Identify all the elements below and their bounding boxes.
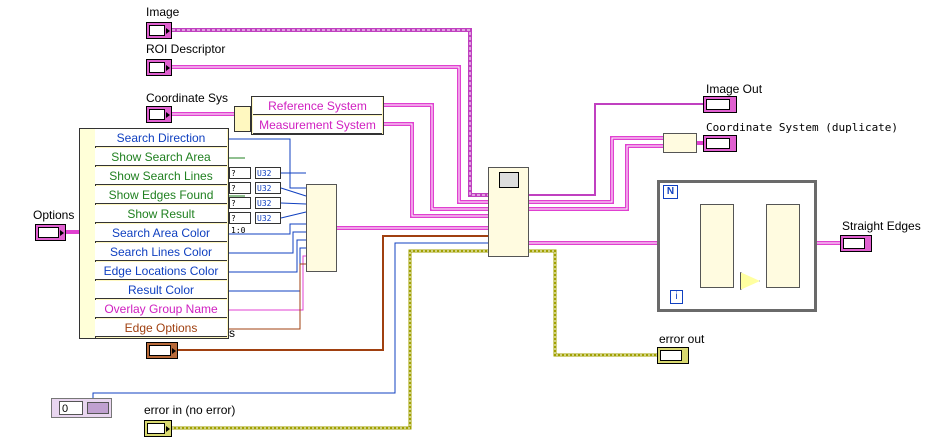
- vi-icon: [499, 172, 519, 188]
- to-u32-node[interactable]: U32: [255, 197, 281, 209]
- loop-count-terminal[interactable]: N: [663, 185, 678, 199]
- for-loop[interactable]: N i: [657, 180, 817, 312]
- bool-to-int-constant[interactable]: ?1:0: [229, 167, 251, 190]
- error-out-label: error out: [659, 332, 705, 346]
- roi-descriptor-terminal[interactable]: [146, 59, 172, 76]
- edge-options-hidden-label: s: [229, 326, 235, 340]
- options-field-edge-locations-color[interactable]: Edge Locations Color: [95, 262, 227, 280]
- options-label: Options: [33, 208, 75, 222]
- options-field-search-lines-color[interactable]: Search Lines Color: [95, 243, 227, 261]
- image-out-label: Image Out: [706, 82, 763, 96]
- loop-iteration-terminal: i: [670, 290, 683, 304]
- edge-unbundle-node[interactable]: [700, 204, 734, 288]
- coordinate-system-terminal[interactable]: [146, 106, 172, 123]
- bool-to-int-constant[interactable]: ?1:0: [229, 182, 251, 205]
- options-unbundle-handle: [80, 129, 96, 338]
- image-out-terminal[interactable]: [703, 96, 737, 113]
- options-field-search-direction[interactable]: Search Direction: [95, 129, 227, 147]
- options-field-edge-options[interactable]: Edge Options: [95, 319, 227, 337]
- options-field-overlay-group-name[interactable]: Overlay Group Name: [95, 300, 227, 318]
- options-field-result-color[interactable]: Result Color: [95, 281, 227, 299]
- measurement-system-field[interactable]: Measurement System: [253, 116, 382, 134]
- options-field-show-edges-found[interactable]: Show Edges Found: [95, 186, 227, 204]
- error-in-terminal[interactable]: [144, 420, 172, 437]
- options-terminal[interactable]: [35, 224, 66, 241]
- numeric-type-icon: [87, 402, 109, 414]
- coordinate-system-label: Coordinate Sys: [146, 91, 229, 105]
- coordinate-system-dup-label: Coordinate System (duplicate): [706, 121, 899, 134]
- reference-system-field[interactable]: Reference System: [253, 97, 382, 115]
- cluster-bundle-node[interactable]: [306, 184, 337, 272]
- to-u32-node[interactable]: U32: [255, 182, 281, 194]
- options-field-show-search-lines[interactable]: Show Search Lines: [95, 167, 227, 185]
- straight-edges-terminal[interactable]: [840, 235, 872, 252]
- edge-options-terminal[interactable]: [146, 342, 178, 359]
- edge-bundle-node[interactable]: [766, 204, 800, 288]
- options-field-search-area-color[interactable]: Search Area Color: [95, 224, 227, 242]
- coordinate-system-unbundle[interactable]: Reference System Measurement System: [251, 96, 384, 135]
- numeric-constant[interactable]: 0: [51, 398, 112, 418]
- find-straight-edges-vi[interactable]: [488, 167, 529, 257]
- image-terminal[interactable]: [146, 22, 172, 39]
- error-in-label: error in (no error): [144, 403, 236, 417]
- bool-to-int-constant[interactable]: ?1:0: [229, 197, 251, 220]
- straight-edges-label: Straight Edges: [842, 219, 921, 233]
- numeric-value[interactable]: 0: [59, 401, 83, 415]
- coordinate-bundle-node[interactable]: [663, 133, 697, 153]
- bool-to-int-constant[interactable]: ?1:0: [229, 212, 251, 235]
- options-field-show-result[interactable]: Show Result: [95, 205, 227, 223]
- unbundle-arrow-node: [234, 106, 251, 132]
- image-label: Image: [146, 5, 180, 19]
- to-u32-node[interactable]: U32: [255, 212, 281, 224]
- error-out-terminal[interactable]: [657, 347, 689, 364]
- coordinate-system-dup-terminal[interactable]: [703, 135, 737, 152]
- options-field-show-search-area[interactable]: Show Search Area: [95, 148, 227, 166]
- to-u32-node[interactable]: U32: [255, 167, 281, 179]
- roi-descriptor-label: ROI Descriptor: [146, 42, 226, 56]
